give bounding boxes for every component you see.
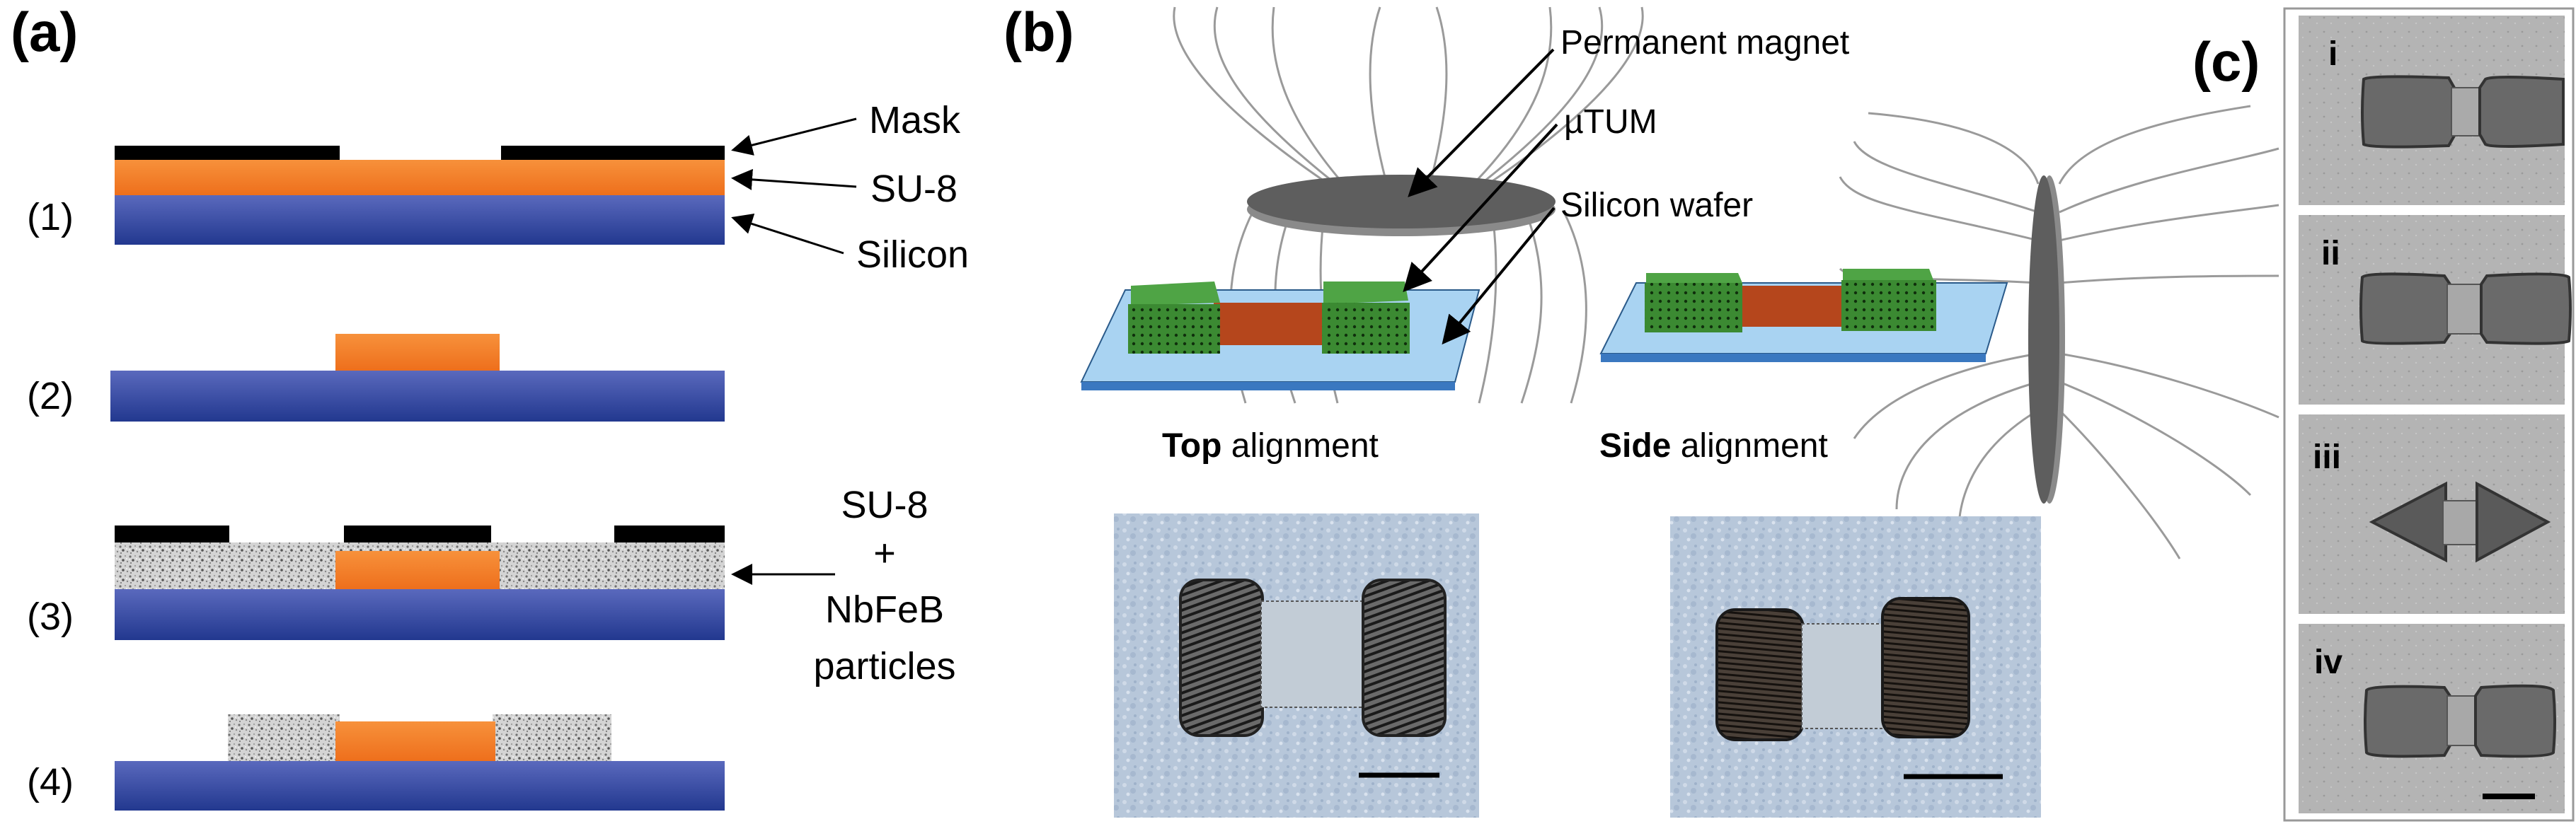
micrograph-ii: ii [2299,215,2572,405]
permanent-magnet-side [2028,175,2065,504]
su8-core-4 [335,721,495,761]
micrograph-ii-label: ii [2321,235,2340,272]
silicon-substrate-2 [110,371,725,422]
micrograph-i-label: i [2328,35,2338,73]
step-2-label: (2) [27,375,74,417]
mix-label-line2: + [873,532,896,574]
su8-core-3 [335,551,500,589]
su8-arrow [731,168,857,190]
step-2: (2) [27,334,725,422]
step-4-label: (4) [27,761,74,803]
caption-side-alignment: Side alignment [1599,427,1828,465]
mask-3-center [344,526,491,542]
micrograph-side-alignment [1670,516,2041,818]
step-1-label: (1) [27,196,74,238]
utum-top [1128,281,1410,354]
caption-top-rest: alignment [1221,427,1378,465]
panel-b-label: (b) [1004,1,1074,63]
caption-top-bold: Top [1162,427,1221,465]
wafer-label: Silicon wafer [1560,187,1753,224]
panel-c-border [2283,7,2575,822]
mask-label: Mask [869,99,961,141]
micrograph-top-alignment [1114,513,1479,818]
silicon-arrow [731,213,844,255]
silicon-substrate-1 [115,195,725,245]
su8-core [335,334,500,371]
panel-a: (a) (1) (2) (3) (4) [11,1,969,811]
step-3: (3) [27,526,725,640]
mask-3-right [614,526,725,542]
magnet-arrow [1408,48,1555,197]
mix-label-line4: particles [813,645,955,687]
mask-left [115,146,340,161]
caption-side-rest: alignment [1671,427,1827,465]
composite-left [228,714,340,761]
panel-c-label: (c) [2192,30,2260,93]
field-lines-side [1839,105,2279,559]
micrograph-iv: iv [2299,624,2565,813]
utum-label: µTUM [1564,103,1657,141]
mix-label-line3: NbFeB [825,588,944,631]
mask-3-left [115,526,229,542]
step-4: (4) [27,714,725,811]
composite-right [493,714,611,761]
panel-c: (c) i ii iii iv [2192,7,2575,822]
micrograph-i: i [2299,16,2565,205]
silicon-substrate-3 [115,589,725,640]
wafer-arrow [1442,207,1556,345]
mask-right [501,146,725,161]
silicon-wafer-side-edge [1601,354,1986,362]
caption-side-bold: Side [1599,427,1671,465]
silicon-label: Silicon [856,233,969,276]
caption-top-alignment: Top alignment [1162,427,1379,465]
magnet-label: Permanent magnet [1560,24,1849,62]
mix-label-line1: SU-8 [841,484,928,526]
step-1: (1) [27,146,725,245]
panel-b: (b) [1004,1,2279,818]
panel-a-label: (a) [11,1,78,63]
su8-layer [115,160,725,195]
mask-arrow [731,117,857,156]
micrograph-iii-label: iii [2313,439,2341,476]
micrograph-iv-label: iv [2314,644,2342,681]
silicon-wafer-top-edge [1081,382,1455,390]
permanent-magnet-top [1247,175,1556,236]
silicon-substrate-4 [115,761,725,811]
micrograph-iii: iii [2299,414,2565,614]
su8-label: SU-8 [870,168,958,210]
step-3-label: (3) [27,596,74,638]
utum-arrow [1403,123,1558,292]
utum-side [1645,269,1936,332]
